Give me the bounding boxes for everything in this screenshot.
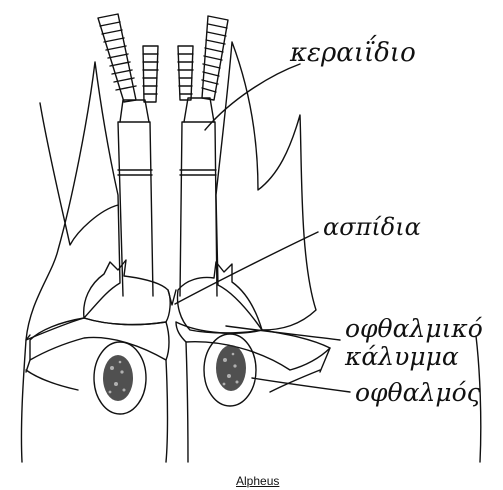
figure-caption: Alpheus	[236, 474, 279, 488]
label-antenna: κεραιΐδιο	[290, 40, 416, 66]
label-eye-cover-line2: κάλυμμα	[345, 344, 459, 369]
label-eye: οφθαλμός	[355, 380, 481, 405]
label-eye-cover-line1: οφθαλμικό	[345, 316, 483, 341]
label-scale: ασπίδια	[323, 215, 421, 239]
